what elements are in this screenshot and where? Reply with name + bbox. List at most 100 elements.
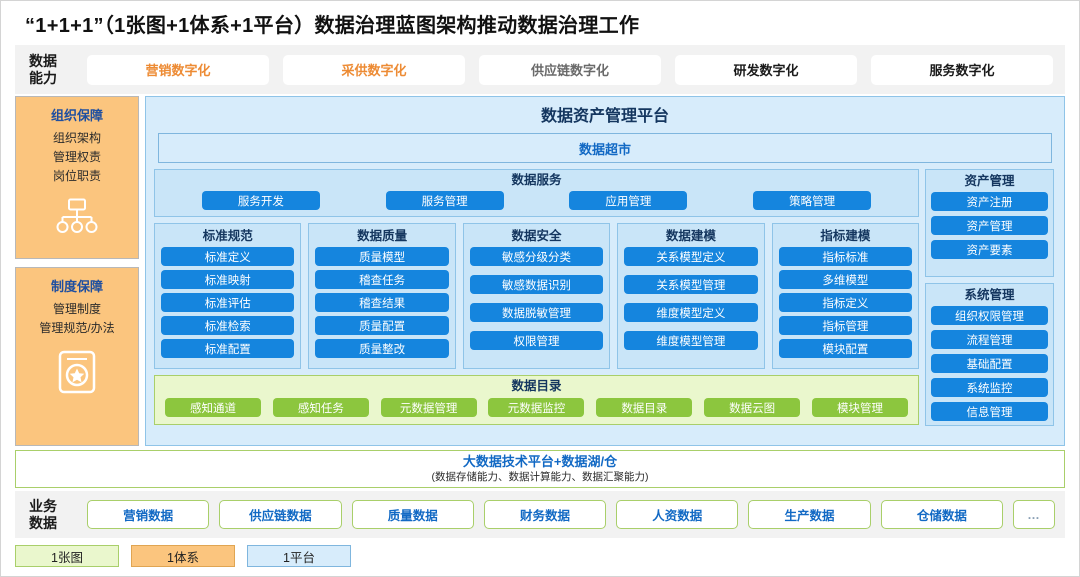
- bigdata-platform-title: 大数据技术平台+数据湖/仓: [462, 454, 618, 469]
- data-catalog-button-4[interactable]: 数据目录: [596, 398, 693, 417]
- domain-item-4-4[interactable]: 模块配置: [778, 339, 913, 358]
- policy-guarantee-title: 制度保障: [50, 279, 103, 294]
- domain-item-0-3[interactable]: 标准检索: [161, 316, 295, 335]
- data-catalog-button-0[interactable]: 感知通道: [165, 398, 261, 417]
- org-guarantee-line: 岗位职责: [52, 169, 101, 183]
- domain-item-1-3[interactable]: 质量配置: [315, 316, 449, 335]
- data-mart-bar[interactable]: 数据超市: [158, 133, 1052, 163]
- capability-chip-2[interactable]: 供应链数字化: [479, 54, 661, 85]
- business-data-label: 业务 数据: [25, 498, 87, 532]
- policy-guarantee-line: 管理规范/办法: [39, 321, 115, 335]
- data-service-band: 数据服务 服务开发服务管理应用管理策略管理: [154, 169, 919, 217]
- domain-item-3-0[interactable]: 关系模型定义: [624, 247, 758, 266]
- right-box-item-1-0[interactable]: 组织权限管理: [931, 306, 1048, 325]
- guarantee-column: 组织保障 组织架构 管理权责 岗位职责: [15, 96, 139, 446]
- bigdata-platform-subtitle: (数据存储能力、数据计算能力、数据汇聚能力): [431, 471, 649, 483]
- business-data-chip-3[interactable]: 财务数据: [483, 500, 607, 529]
- business-data-more[interactable]: …: [1012, 500, 1055, 529]
- right-box-item-1-4[interactable]: 信息管理: [931, 402, 1048, 421]
- data-catalog-button-2[interactable]: 元数据管理: [380, 398, 477, 417]
- domain-item-3-2[interactable]: 维度模型定义: [624, 303, 758, 322]
- stage: 组织保障 组织架构 管理权责 岗位职责: [15, 96, 1065, 446]
- data-service-button-0[interactable]: 服务开发: [201, 191, 320, 210]
- domain-item-2-1[interactable]: 敏感数据识别: [469, 275, 604, 294]
- data-capability-label-line1: 数据: [29, 52, 57, 69]
- org-guarantee-box[interactable]: 组织保障 组织架构 管理权责 岗位职责: [15, 96, 139, 259]
- domain-item-0-0[interactable]: 标准定义: [161, 247, 295, 266]
- data-catalog-title: 数据目录: [511, 379, 562, 393]
- business-data-chip-2[interactable]: 质量数据: [351, 500, 474, 529]
- business-data-label-line2: 数据: [29, 514, 57, 531]
- right-box-title: 资产管理: [964, 174, 1015, 188]
- bigdata-platform-band[interactable]: 大数据技术平台+数据湖/仓 (数据存储能力、数据计算能力、数据汇聚能力): [15, 450, 1065, 488]
- data-service-button-2[interactable]: 应用管理: [569, 191, 688, 210]
- domain-item-4-2[interactable]: 指标定义: [778, 293, 913, 312]
- data-catalog-button-1[interactable]: 感知任务: [272, 398, 369, 417]
- business-data-items: 营销数据供应链数据质量数据财务数据人资数据生产数据仓储数据 …: [87, 500, 1055, 529]
- domain-item-0-2[interactable]: 标准评估: [161, 293, 295, 312]
- data-capability-label-line2: 能力: [29, 69, 57, 86]
- business-data-chip-6[interactable]: 仓储数据: [880, 500, 1003, 529]
- data-service-buttons: 服务开发 服务管理 应用管理 策略管理: [155, 188, 918, 210]
- right-box-item-1-1[interactable]: 流程管理: [931, 330, 1048, 349]
- platform-main-area: 数据服务 服务开发服务管理应用管理策略管理 标准规范标准定义标准映射标准评估标准…: [154, 169, 920, 426]
- right-box-item-1-3[interactable]: 系统监控: [931, 378, 1048, 397]
- domain-item-4-3[interactable]: 指标管理: [778, 316, 913, 335]
- domain-column-0: 标准规范标准定义标准映射标准评估标准检索标准配置: [154, 223, 302, 369]
- domain-item-4-1[interactable]: 多维模型: [778, 270, 913, 289]
- policy-guarantee-box[interactable]: 制度保障 管理制度 管理规范/办法: [15, 267, 139, 446]
- right-box-0: 资产管理资产注册资产管理资产要素: [925, 169, 1054, 277]
- data-service-button-1[interactable]: 服务管理: [385, 191, 504, 210]
- right-box-item-0-2[interactable]: 资产要素: [931, 240, 1048, 259]
- domain-column-title: 标准规范: [202, 229, 253, 243]
- org-guarantee-line: 组织架构: [52, 131, 101, 145]
- business-data-chip-4[interactable]: 人资数据: [616, 500, 739, 529]
- data-catalog-band: 数据目录 感知通道感知任务元数据管理元数据监控数据目录数据云图模块管理: [154, 375, 919, 425]
- data-catalog-buttons: 感知通道感知任务元数据管理元数据监控数据目录数据云图模块管理: [155, 395, 918, 417]
- right-box-list: 组织权限管理流程管理基础配置系统监控信息管理: [931, 306, 1048, 421]
- domain-item-3-1[interactable]: 关系模型管理: [624, 275, 758, 294]
- right-box-list: 资产注册资产管理资产要素: [931, 192, 1048, 259]
- right-box-item-0-0[interactable]: 资产注册: [931, 192, 1048, 211]
- data-service-button-3[interactable]: 策略管理: [753, 191, 872, 210]
- right-box-1: 系统管理组织权限管理流程管理基础配置系统监控信息管理: [925, 283, 1054, 426]
- data-capability-row: 数据 能力 营销数字化采供数字化供应链数字化研发数字化服务数字化: [15, 45, 1065, 94]
- domain-item-2-2[interactable]: 数据脱敏管理: [469, 303, 604, 322]
- domain-item-1-1[interactable]: 稽查任务: [315, 270, 449, 289]
- domain-item-2-0[interactable]: 敏感分级分类: [469, 247, 604, 266]
- domain-item-0-4[interactable]: 标准配置: [161, 339, 295, 358]
- domain-item-2-3[interactable]: 权限管理: [469, 331, 604, 350]
- domain-item-0-1[interactable]: 标准映射: [161, 270, 295, 289]
- business-data-chip-1[interactable]: 供应链数据: [219, 500, 342, 529]
- domain-item-1-0[interactable]: 质量模型: [315, 247, 449, 266]
- platform-body: 数据服务 服务开发服务管理应用管理策略管理 标准规范标准定义标准映射标准评估标准…: [154, 169, 1056, 426]
- capability-chip-3[interactable]: 研发数字化: [675, 54, 857, 85]
- right-box-item-0-1[interactable]: 资产管理: [931, 216, 1048, 235]
- page-title: “1+1+1”（1张图+1体系+1平台）数据治理蓝图架构推动数据治理工作: [25, 14, 640, 37]
- data-catalog-button-6[interactable]: 模块管理: [811, 398, 908, 417]
- domain-column-list: 质量模型稽查任务稽查结果质量配置质量整改: [315, 247, 449, 358]
- data-capability-label: 数据 能力: [25, 53, 87, 87]
- data-catalog-button-5[interactable]: 数据云图: [704, 398, 801, 417]
- legend-chip-sys: 1体系: [131, 545, 235, 567]
- capability-chip-1[interactable]: 采供数字化: [283, 54, 465, 85]
- data-catalog-button-3[interactable]: 元数据监控: [488, 398, 585, 417]
- right-box-item-1-2[interactable]: 基础配置: [931, 354, 1048, 373]
- business-data-chip-5[interactable]: 生产数据: [748, 500, 871, 529]
- domain-item-4-0[interactable]: 指标标准: [778, 247, 913, 266]
- domain-column-2: 数据安全敏感分级分类敏感数据识别数据脱敏管理权限管理: [462, 223, 611, 369]
- domain-item-1-2[interactable]: 稽查结果: [315, 293, 449, 312]
- domain-item-3-3[interactable]: 维度模型管理: [624, 331, 758, 350]
- domain-column-title: 数据建模: [665, 229, 716, 243]
- business-data-chip-0[interactable]: 营销数据: [87, 500, 210, 529]
- capability-chip-0[interactable]: 营销数字化: [87, 54, 269, 85]
- capability-chip-4[interactable]: 服务数字化: [871, 54, 1053, 85]
- domain-column-list: 标准定义标准映射标准评估标准检索标准配置: [161, 247, 295, 358]
- domain-item-1-4[interactable]: 质量整改: [315, 339, 449, 358]
- domain-column-1: 数据质量质量模型稽查任务稽查结果质量配置质量整改: [308, 223, 456, 369]
- domain-column-title: 数据安全: [511, 229, 562, 243]
- domain-column-4: 指标建模指标标准多维模型指标定义指标管理模块配置: [771, 223, 920, 369]
- domain-column-3: 数据建模关系模型定义关系模型管理维度模型定义维度模型管理: [617, 223, 765, 369]
